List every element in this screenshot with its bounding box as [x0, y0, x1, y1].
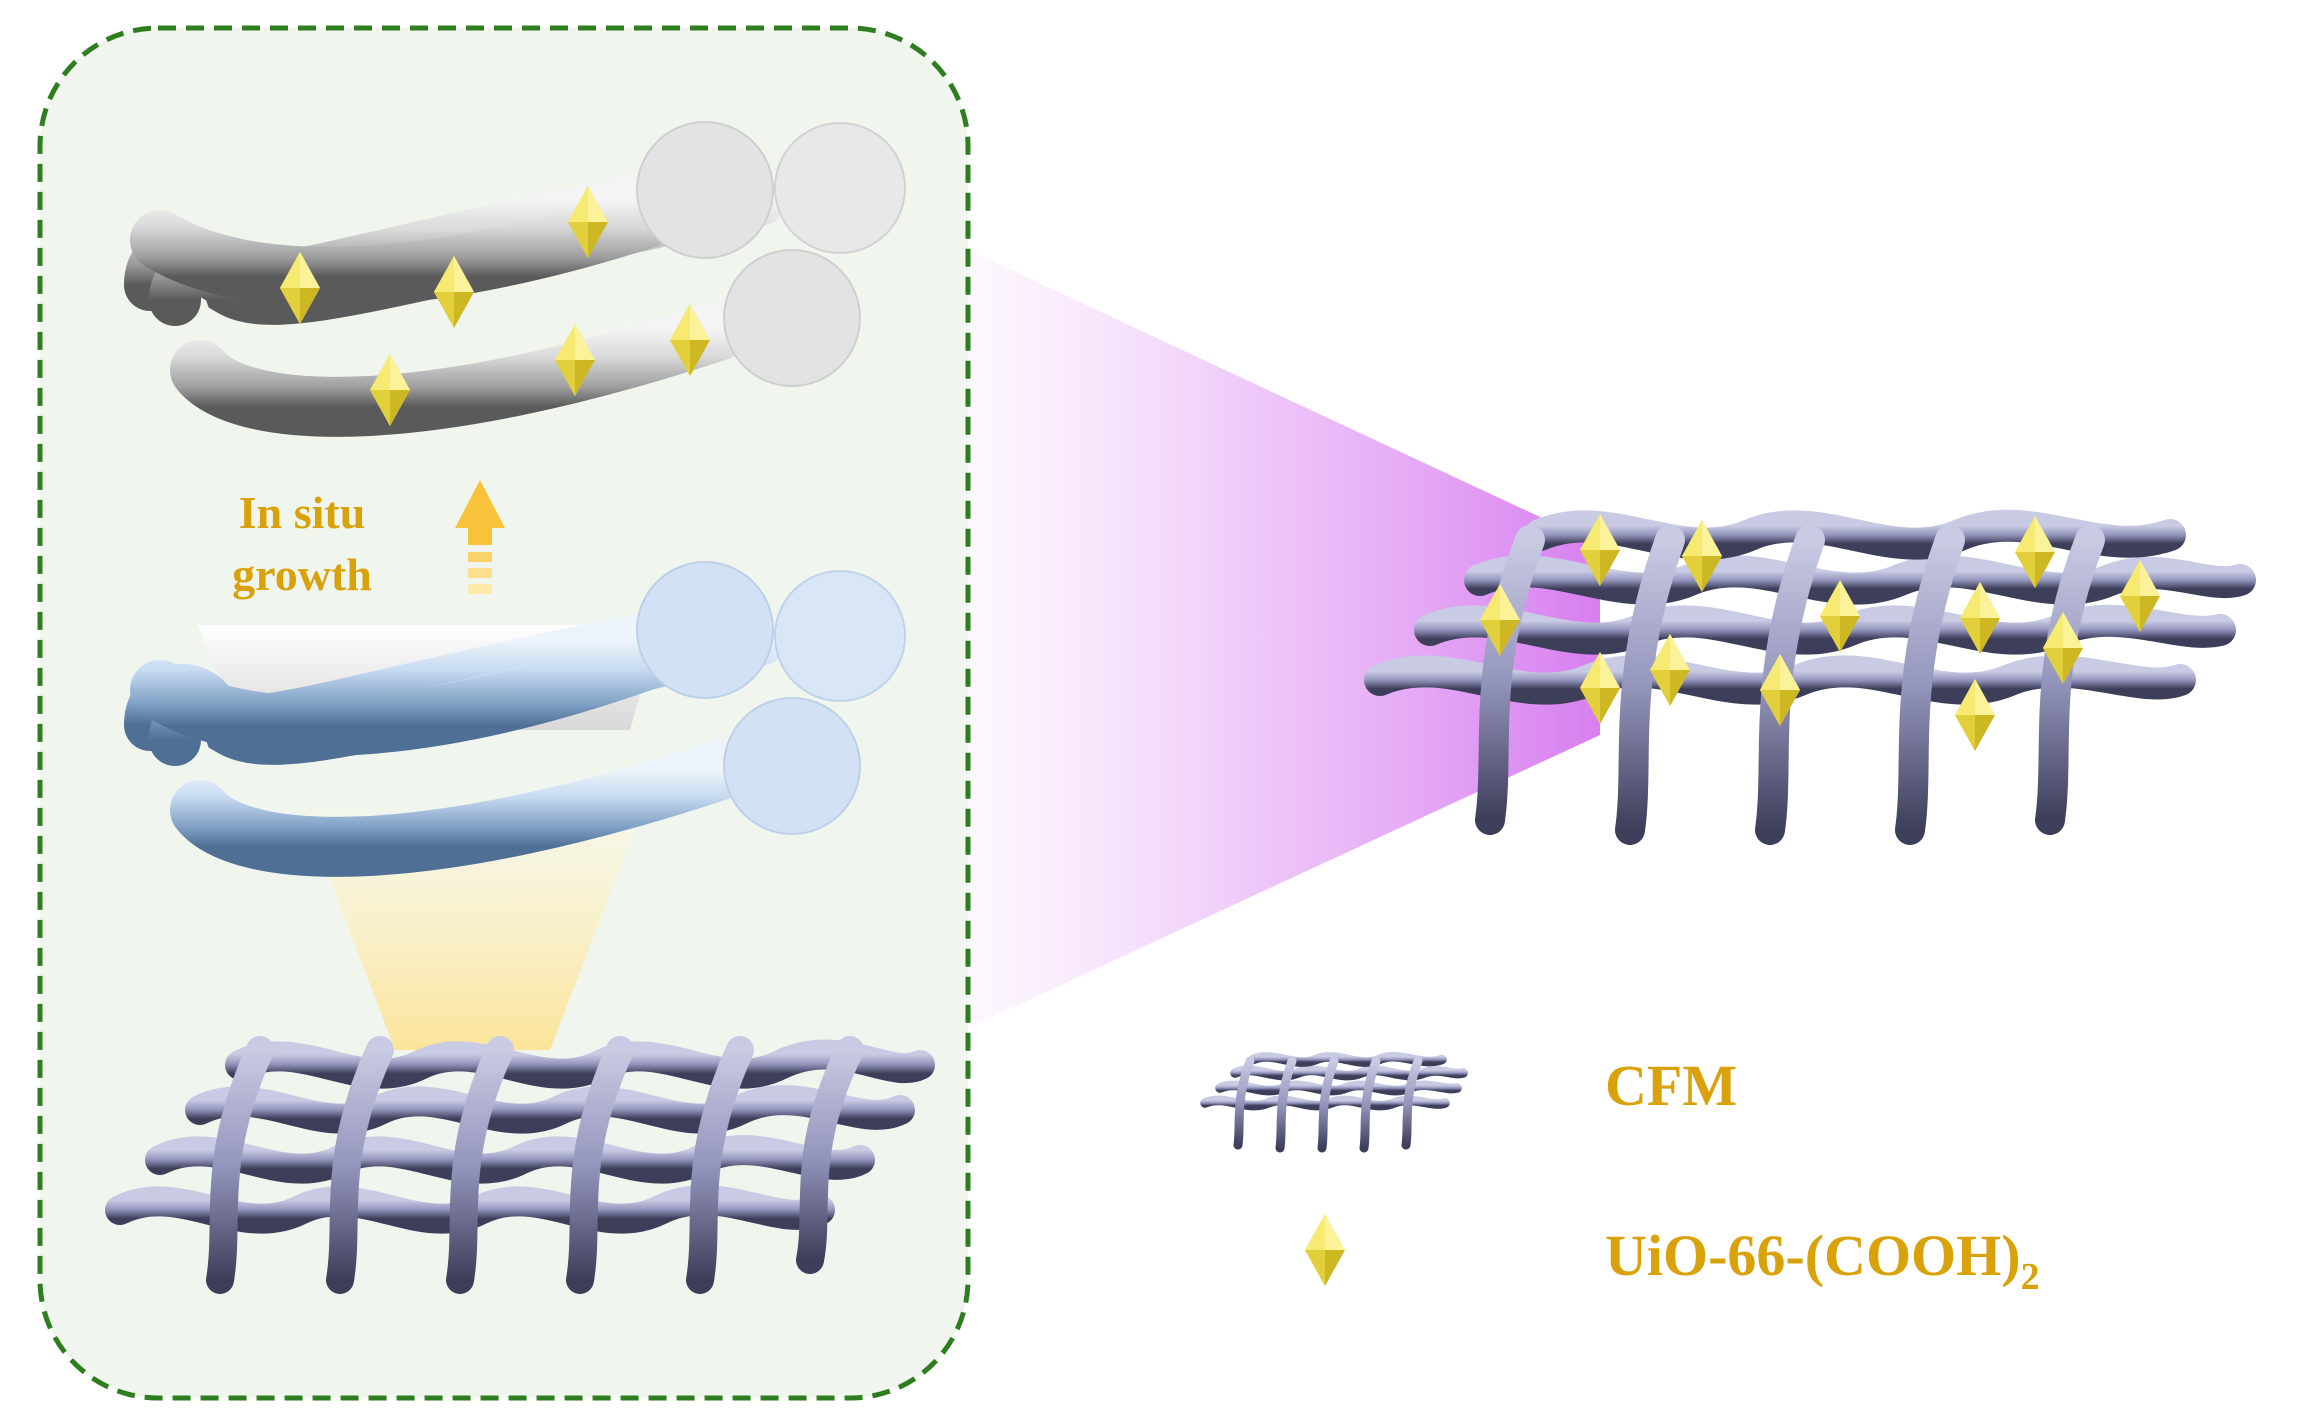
legend-mof-label: UiO-66-(COOH)2: [1605, 1223, 2040, 1298]
coated-mesh-icon: [1364, 509, 2256, 845]
woven-mesh-icon: [105, 1036, 935, 1294]
growth-label-line2: growth: [232, 549, 372, 600]
bare-fiber-bundle: [124, 561, 906, 877]
legend: CFM UiO-66-(COOH)2: [1200, 1051, 2040, 1298]
legend-mof-label-main: UiO-66-(COOH): [1605, 1223, 2021, 1288]
legend-mesh-icon: [1200, 1051, 1468, 1153]
zoom-beam-purple: [968, 250, 1600, 1028]
growth-label-line1: In situ: [239, 487, 366, 538]
legend-crystal-icon: [1305, 1214, 1345, 1286]
up-arrow-icon: [455, 480, 505, 594]
legend-cfm-label: CFM: [1605, 1053, 1737, 1118]
coated-fiber-bundle: [124, 121, 906, 437]
legend-mof-label-sub: 2: [2021, 1256, 2040, 1298]
